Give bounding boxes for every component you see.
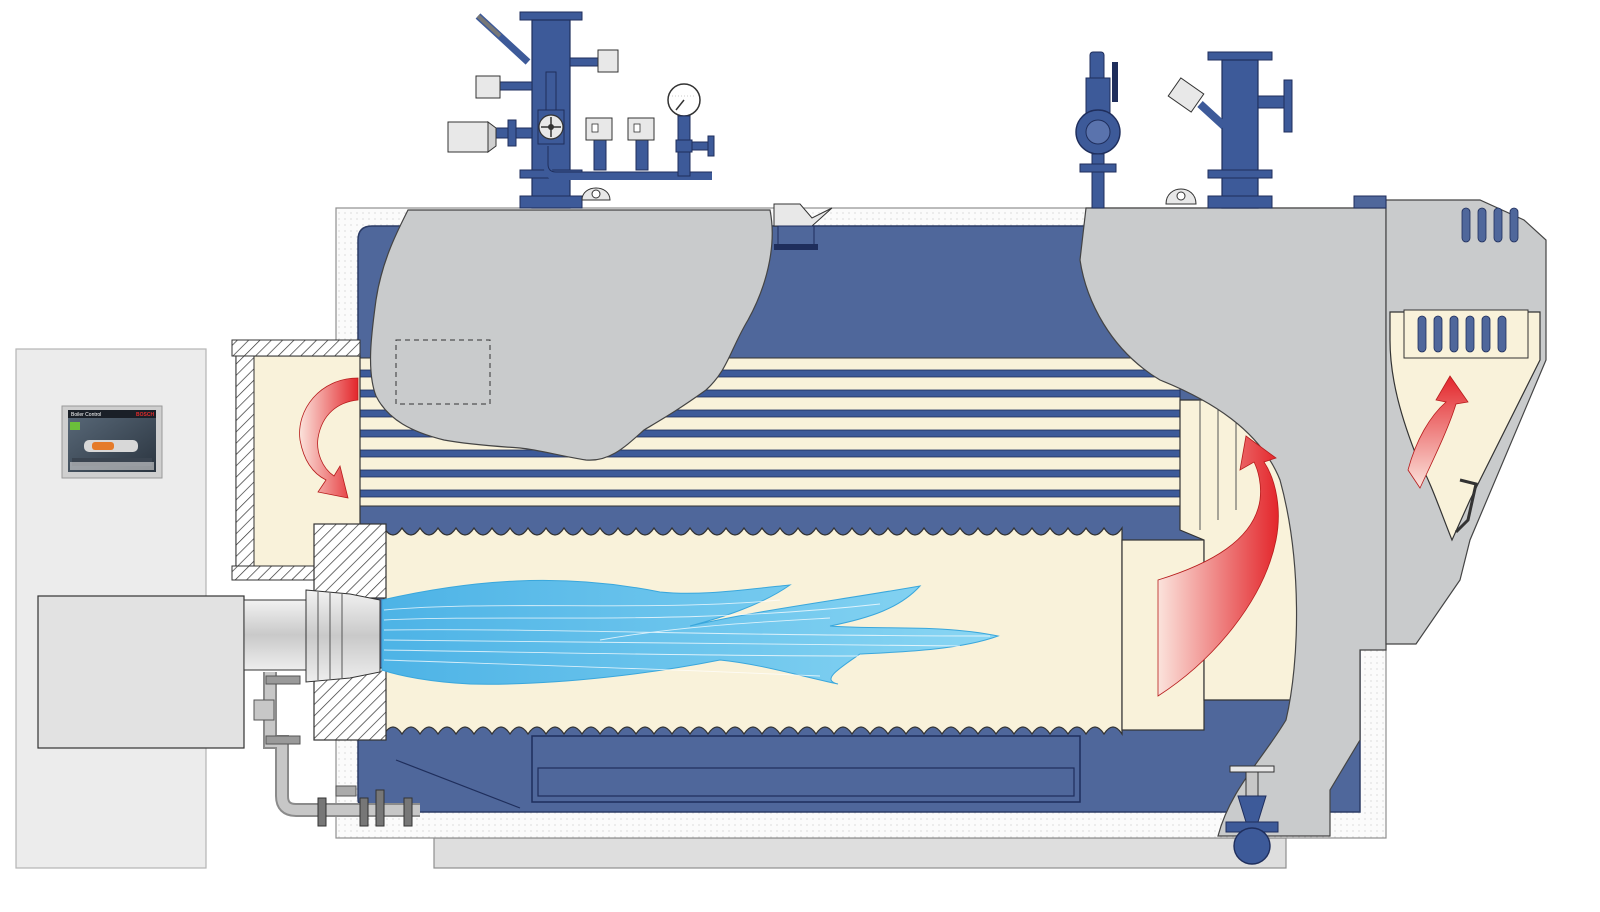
flame-icon (381, 579, 1000, 685)
pressure-gauge-icon (667, 83, 715, 177)
flue-gas-outlet (1353, 195, 1541, 542)
safety-valve-icon (1075, 51, 1121, 209)
fuel-supply-pipe (253, 672, 420, 827)
water-level-sensor-icon (585, 117, 655, 171)
steam-fittings-right (1075, 51, 1293, 209)
flue-tubes-row (1417, 315, 1507, 353)
top-cutaway-left (369, 209, 773, 461)
panel-brand: BOSCH (136, 412, 154, 418)
panel-title: Boiler Control (71, 412, 101, 418)
control-panel-display[interactable]: Boiler Control BOSCH (61, 405, 163, 479)
burner-front-plate (313, 523, 387, 741)
steam-valve-icon (537, 71, 565, 145)
steam-fittings-left (447, 11, 833, 250)
economizer-tubes (1461, 207, 1519, 243)
burner-unit[interactable] (37, 589, 381, 749)
blowdown-valve[interactable] (1225, 765, 1279, 865)
flow-arrow-icon (299, 375, 1469, 697)
